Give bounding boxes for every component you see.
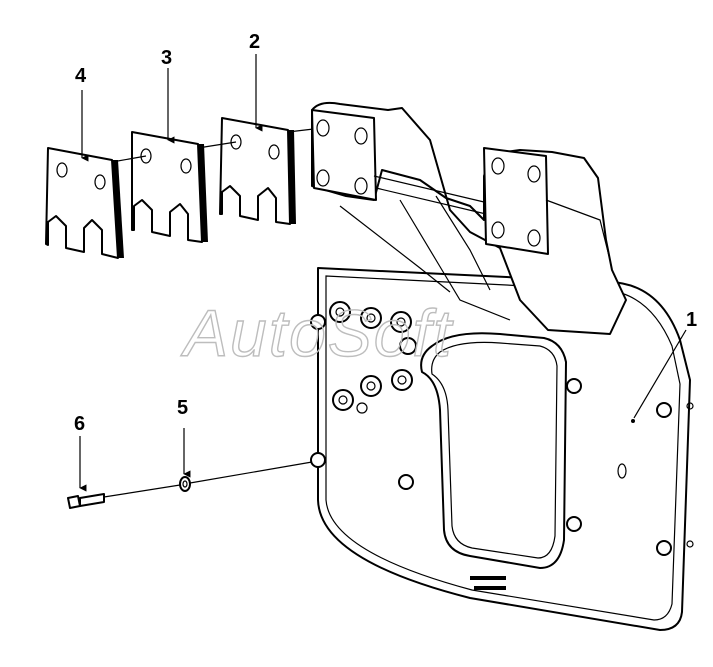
leader-lines	[79, 54, 687, 492]
mounting-plate	[317, 267, 691, 631]
bolt-6	[67, 493, 105, 509]
upper-bracket	[311, 101, 627, 335]
callout-6: 6	[74, 413, 85, 435]
callout-4: 4	[75, 65, 87, 87]
bolt-axis-line	[103, 484, 181, 498]
callout-2: 2	[249, 31, 260, 53]
washer-5	[179, 476, 191, 492]
callout-labels: 1 2 3 4 5 6	[74, 31, 697, 435]
shim-plate-2	[219, 117, 296, 225]
callout-3: 3	[161, 47, 172, 69]
watermark: AutoSoft	[180, 296, 454, 370]
callout-1: 1	[686, 309, 697, 331]
shim-plate-4	[45, 147, 124, 259]
shim-plate-3	[131, 131, 208, 243]
callout-5: 5	[177, 397, 188, 419]
plate-fasteners	[310, 301, 694, 556]
washer-axis-line	[189, 461, 313, 484]
